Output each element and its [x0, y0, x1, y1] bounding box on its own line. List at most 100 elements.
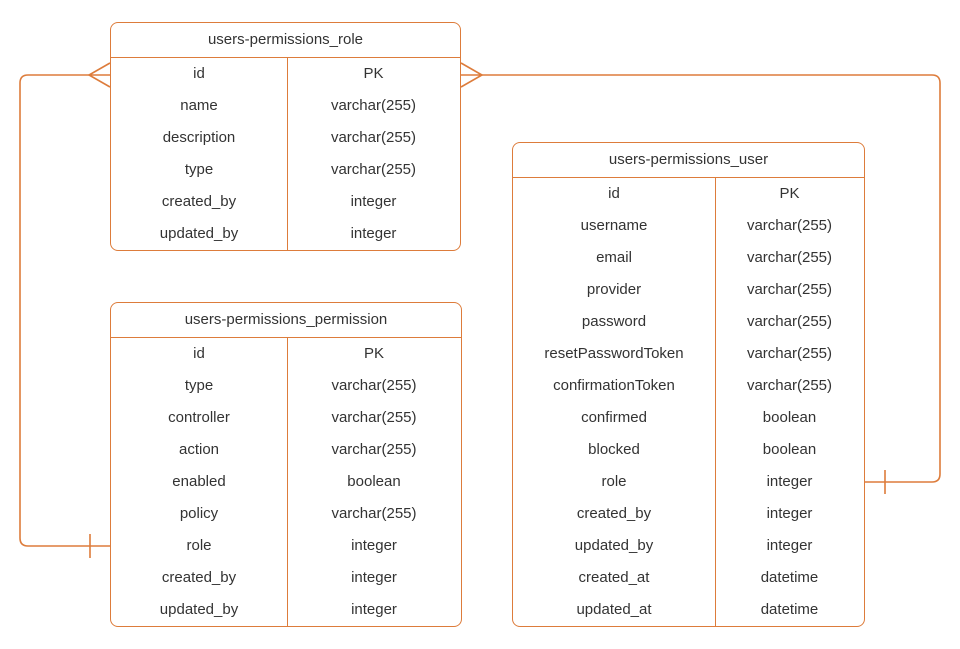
field-name: created_at: [578, 569, 650, 586]
table-body: id PK username varchar(255) email varcha…: [513, 178, 864, 626]
table-title: users-permissions_role: [111, 23, 460, 58]
field-name: description: [162, 129, 236, 146]
field-type: integer: [351, 569, 397, 586]
field-name: confirmed: [581, 409, 647, 426]
field-name: username: [580, 217, 648, 234]
table-row: type varchar(255): [111, 370, 461, 402]
field-name: role: [186, 537, 212, 554]
field-type: integer: [350, 193, 397, 210]
table-row: name varchar(255): [111, 90, 460, 122]
table-users-permissions-permission[interactable]: users-permissions_permission id PK type …: [110, 302, 462, 627]
field-type: PK: [779, 185, 800, 202]
field-type: boolean: [762, 409, 817, 426]
field-type: PK: [363, 345, 384, 362]
field-type: varchar(255): [331, 505, 417, 522]
field-name: updated_at: [576, 601, 652, 618]
table-users-permissions-user[interactable]: users-permissions_user id PK username va…: [512, 142, 865, 627]
field-name: controller: [168, 409, 230, 426]
field-type: boolean: [762, 441, 817, 458]
field-type: varchar(255): [330, 129, 417, 146]
field-type: varchar(255): [746, 313, 833, 330]
table-row: created_by integer: [513, 498, 864, 530]
field-name: confirmationToken: [553, 377, 675, 394]
field-name: id: [608, 185, 620, 202]
table-row: created_by integer: [111, 562, 461, 594]
field-name: created_by: [576, 505, 652, 522]
connector-line: [482, 74, 941, 483]
field-type: datetime: [760, 601, 819, 618]
table-row: description varchar(255): [111, 122, 460, 154]
table-title: users-permissions_permission: [111, 303, 461, 338]
field-type: PK: [363, 65, 384, 82]
field-type: varchar(255): [331, 441, 417, 458]
table-row: blocked boolean: [513, 434, 864, 466]
table-body: id PK name varchar(255) description varc…: [111, 58, 460, 250]
field-name: name: [180, 97, 218, 114]
table-row: role integer: [111, 530, 461, 562]
table-row: enabled boolean: [111, 466, 461, 498]
field-type: varchar(255): [331, 377, 417, 394]
table-row: id PK: [111, 58, 460, 90]
connector-line: [19, 74, 110, 547]
field-type: integer: [351, 601, 397, 618]
field-type: varchar(255): [746, 217, 833, 234]
field-name: created_by: [161, 569, 237, 586]
field-type: varchar(255): [746, 345, 833, 362]
table-row: action varchar(255): [111, 434, 461, 466]
table-row: created_at datetime: [513, 562, 864, 594]
field-name: id: [193, 65, 205, 82]
crow-foot-many-marker: [460, 62, 484, 88]
table-row: updated_by integer: [111, 218, 460, 250]
column-divider: [287, 58, 288, 250]
field-type: varchar(255): [331, 409, 417, 426]
table-row: confirmed boolean: [513, 402, 864, 434]
field-type: integer: [766, 473, 813, 490]
table-row: resetPasswordToken varchar(255): [513, 338, 864, 370]
field-type: datetime: [760, 569, 819, 586]
table-row: role integer: [513, 466, 864, 498]
field-type: varchar(255): [330, 97, 417, 114]
field-name: provider: [586, 281, 642, 298]
table-row: updated_at datetime: [513, 594, 864, 626]
table-title: users-permissions_user: [513, 143, 864, 178]
relationship-role-user[interactable]: [460, 62, 941, 494]
table-row: provider varchar(255): [513, 274, 864, 306]
table-row: id PK: [513, 178, 864, 210]
field-type: boolean: [347, 473, 401, 490]
column-divider: [715, 178, 716, 626]
field-type: integer: [350, 225, 397, 242]
table-row: created_by integer: [111, 186, 460, 218]
table-row: confirmationToken varchar(255): [513, 370, 864, 402]
column-divider: [287, 338, 288, 626]
field-name: resetPasswordToken: [544, 345, 684, 362]
field-name: updated_by: [159, 225, 239, 242]
field-name: type: [184, 377, 214, 394]
table-row: password varchar(255): [513, 306, 864, 338]
field-type: integer: [766, 537, 813, 554]
table-users-permissions-role[interactable]: users-permissions_role id PK name varcha…: [110, 22, 461, 251]
field-name: updated_by: [574, 537, 654, 554]
field-type: integer: [351, 537, 397, 554]
table-row: email varchar(255): [513, 242, 864, 274]
crow-foot-many-marker: [87, 62, 111, 88]
field-type: varchar(255): [746, 377, 833, 394]
field-type: varchar(255): [746, 281, 833, 298]
field-type: varchar(255): [330, 161, 417, 178]
field-type: varchar(255): [746, 249, 833, 266]
table-body: id PK type varchar(255) controller varch…: [111, 338, 461, 626]
field-type: integer: [766, 505, 813, 522]
field-name: id: [193, 345, 205, 362]
table-row: policy varchar(255): [111, 498, 461, 530]
field-name: password: [581, 313, 647, 330]
field-name: type: [184, 161, 214, 178]
field-name: action: [178, 441, 220, 458]
table-row: updated_by integer: [513, 530, 864, 562]
field-name: email: [596, 249, 632, 266]
table-row: id PK: [111, 338, 461, 370]
relationship-role-permission[interactable]: [19, 62, 111, 558]
table-row: username varchar(255): [513, 210, 864, 242]
table-row: type varchar(255): [111, 154, 460, 186]
field-name: policy: [179, 505, 219, 522]
